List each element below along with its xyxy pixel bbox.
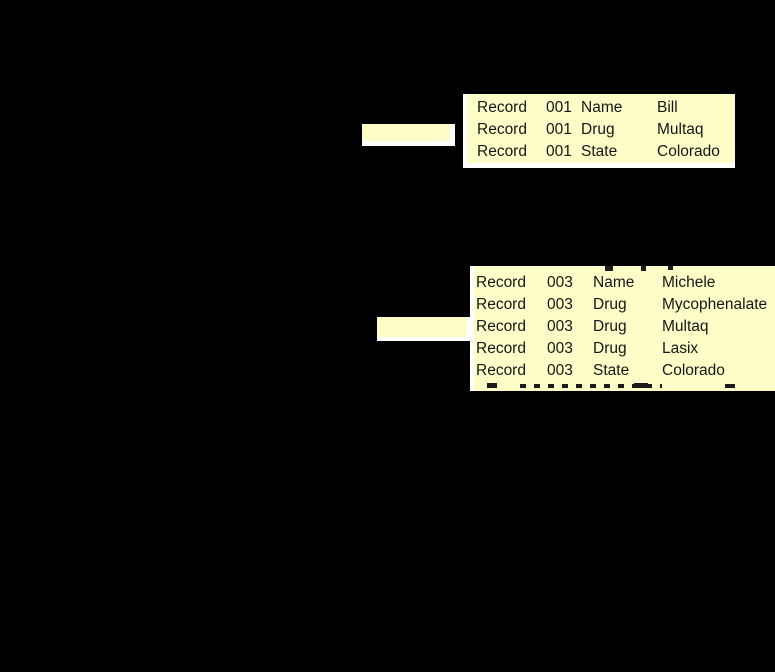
record-value: Multaq [657, 121, 704, 138]
record-id: 003 [547, 340, 573, 357]
record-label: Record [477, 121, 527, 138]
highlight-bar-1 [362, 124, 455, 146]
record-row: Record 003 Name Michele [474, 272, 775, 294]
record-field: Drug [593, 318, 627, 335]
record-value: Colorado [662, 362, 725, 379]
record-label: Record [476, 274, 526, 291]
clipped-text-fragment [634, 383, 648, 388]
clipped-text-fragment [605, 266, 613, 271]
record-field: Name [581, 99, 623, 116]
clipped-text-fragment [668, 266, 673, 270]
record-value: Bill [657, 99, 678, 116]
record-label: Record [476, 340, 526, 357]
highlight-bar-2 [377, 317, 471, 341]
record-id: 001 [546, 99, 572, 116]
record-field: Drug [581, 121, 615, 138]
record-id: 003 [547, 318, 573, 335]
record-row: Record 001 Name Bill [467, 97, 735, 119]
record-row: Record 003 Drug Mycophenalate [474, 294, 775, 316]
clipped-text-fragment [487, 383, 497, 388]
record-label: Record [476, 296, 526, 313]
record-value: Michele [662, 274, 716, 291]
record-id: 003 [547, 274, 573, 291]
record-label: Record [477, 143, 527, 160]
record-field: Drug [593, 340, 627, 357]
record-field: Drug [593, 296, 627, 313]
clipped-text-fragment [641, 266, 646, 271]
record-field: State [581, 143, 618, 160]
record-field: Name [593, 274, 635, 291]
record-id: 001 [546, 121, 572, 138]
record-id: 003 [547, 362, 573, 379]
record-value: Lasix [662, 340, 699, 357]
clipped-text-fragment [520, 384, 662, 388]
record-row: Record 001 Drug Multaq [467, 119, 735, 141]
record-callout-2: Record 003 Name Michele Record 003 Drug … [470, 266, 775, 391]
record-row: Record 003 Drug Lasix [474, 338, 775, 360]
record-value: Colorado [657, 143, 720, 160]
record-value: Mycophenalate [662, 296, 768, 313]
record-label: Record [476, 362, 526, 379]
record-id: 001 [546, 143, 572, 160]
clipped-text-fragment [725, 384, 735, 388]
record-id: 003 [547, 296, 573, 313]
record-rows: Record 003 Name Michele Record 003 Drug … [474, 272, 775, 382]
record-label: Record [476, 318, 526, 335]
record-row: Record 001 State Colorado [467, 141, 735, 163]
record-label: Record [477, 99, 527, 116]
record-row: Record 003 State Colorado [474, 360, 775, 382]
record-callout-1: Record 001 Name Bill Record 001 Drug Mul… [463, 94, 735, 168]
record-value: Multaq [662, 318, 709, 335]
record-row: Record 003 Drug Multaq [474, 316, 775, 338]
record-field: State [593, 362, 630, 379]
